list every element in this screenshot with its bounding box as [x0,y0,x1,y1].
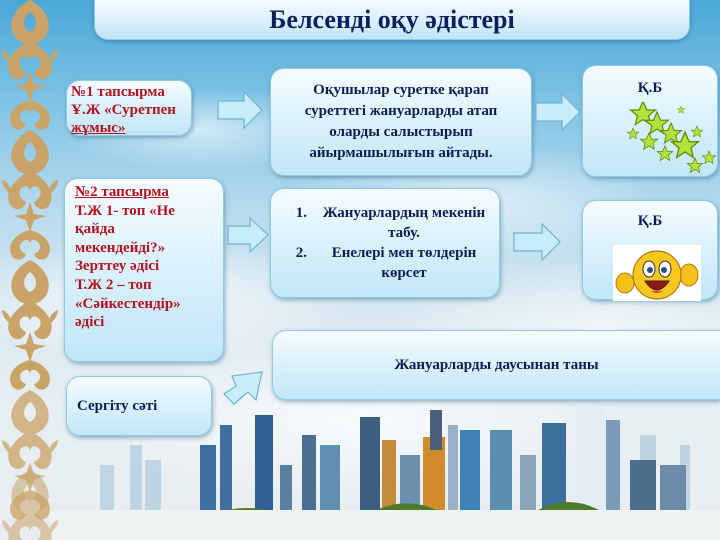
list-item: 2. Енелері мен төлдерін көрсет [285,243,489,283]
task1-title: №1 тапсырма [71,84,165,100]
feedback2-label: Қ.Б [637,213,663,229]
list-number: 2. [295,245,307,261]
thumbs-up-smiley-image [613,245,701,301]
smiley-icon [615,250,699,300]
task2-line: «Сәйкестендір» [75,295,181,312]
green-stars-icon [626,102,717,173]
list-text: Енелері мен төлдерін көрсет [331,245,477,281]
description1-box: Оқушылар суретке қарап суреттегі жануарл… [270,68,532,176]
task2-title: №2 тапсырма [75,184,169,200]
warmup-box[interactable]: Сергіту сәті [66,376,212,436]
feedback1-box: Қ.Б [582,65,718,177]
list-number: 1. [295,205,307,221]
task2-steps-box: 1. Жануарлардың мекенін табу. 2. Енелері… [270,188,500,298]
task2-line: мекендейді?» [75,239,166,256]
right-arrow-icon [535,92,581,132]
task2-box[interactable]: №2 тапсырма Т.Ж 1- топ «Не қайда мекенде… [64,178,224,362]
task1-box[interactable]: №1 тапсырма Ұ.Ж «Суретпен жұмыс» [66,80,192,136]
task2-line: Зерттеу әдісі [75,258,160,275]
warmup-activity-box: Жануарларды даусынан таны [272,330,720,400]
task2-line: Т.Ж 2 – топ [75,276,152,293]
slide-title-banner: Белсенді оқу әдістері [94,0,690,40]
slide-title: Белсенді оқу әдістері [269,4,515,34]
ground-strip [50,510,720,540]
diagonal-arrow-icon [223,371,263,405]
kazakh-ornament-border [2,0,58,540]
task2-line: әдісі [75,314,105,331]
list-item: 1. Жануарлардың мекенін табу. [285,203,489,243]
feedback1-label: Қ.Б [637,80,663,96]
warmup-activity-text: Жануарларды даусынан таны [394,356,599,373]
right-arrow-icon [217,90,263,130]
task1-method-cont: жұмыс» [71,120,126,136]
task2-line: қайда [75,221,115,238]
list-text: Жануарлардың мекенін табу. [322,205,486,241]
task1-method: Ұ.Ж «Суретпен [71,102,176,118]
feedback2-box: Қ.Б [582,200,718,301]
task2-line: Т.Ж 1- топ «Не [75,202,175,219]
right-arrow-icon [227,216,269,254]
task2-steps-list: 1. Жануарлардың мекенін табу. 2. Енелері… [285,203,489,283]
warmup-label: Сергіту сәті [77,397,158,414]
right-arrow-icon [513,222,561,262]
description1-text: Оқушылар суретке қарап суреттегі жануарл… [304,82,498,161]
